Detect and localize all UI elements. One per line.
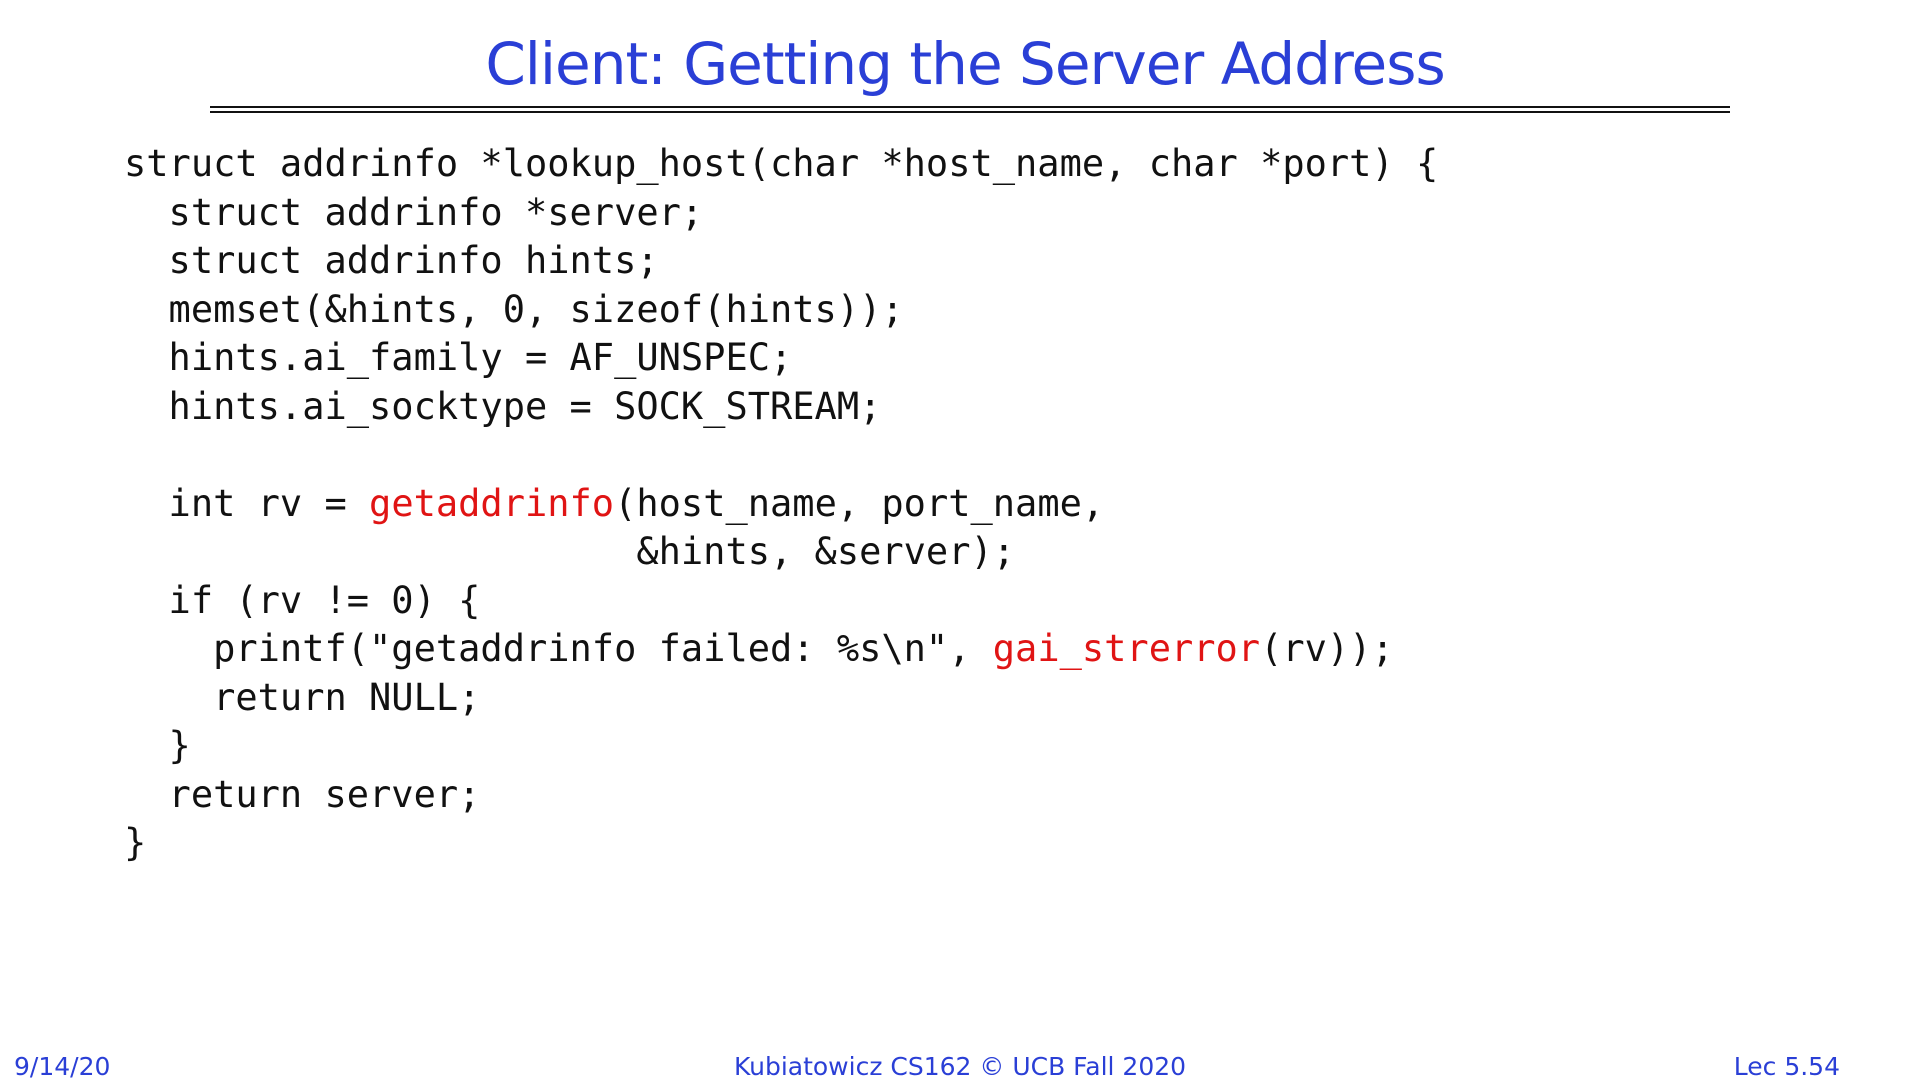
code-text: (host_name, port_name, xyxy=(614,481,1105,525)
code-line-2: struct addrinfo *server; xyxy=(124,190,704,234)
footer-lecture-number: Lec 5.54 xyxy=(1733,1052,1840,1081)
footer-course-credit: Kubiatowicz CS162 © UCB Fall 2020 xyxy=(733,1052,1187,1081)
code-line-1: struct addrinfo *lookup_host(char *host_… xyxy=(124,142,1439,185)
footer-date: 9/14/20 xyxy=(14,1052,111,1081)
code-text: int rv = xyxy=(124,481,370,525)
code-line-15: } xyxy=(124,821,147,864)
code-line-5: hints.ai_family = AF_UNSPEC; xyxy=(124,336,793,379)
code-text: (rv)); xyxy=(1260,627,1394,670)
code-line-11: printf("getaddrinfo failed: %s\n", gai_s… xyxy=(124,625,1438,674)
function-getaddrinfo: getaddrinfo xyxy=(369,481,615,525)
code-line-9: &hints, &server); xyxy=(124,530,1016,573)
code-block: struct addrinfo *lookup_host(char *host_… xyxy=(124,140,1438,868)
code-line-4: memset(&hints, 0, sizeof(hints)); xyxy=(124,287,904,331)
code-line-blank xyxy=(124,431,1438,480)
slide-title: Client: Getting the Server Address xyxy=(485,30,1445,98)
code-line-10: if (rv != 0) { xyxy=(124,578,481,622)
title-divider xyxy=(210,106,1730,113)
code-line-8: int rv = getaddrinfo(host_name, port_nam… xyxy=(124,480,1438,529)
code-line-6: hints.ai_socktype = SOCK_STREAM; xyxy=(124,384,882,428)
code-line-13: } xyxy=(124,724,191,767)
code-line-12: return NULL; xyxy=(124,675,481,719)
code-line-14: return server; xyxy=(124,772,481,816)
code-line-3: struct addrinfo hints; xyxy=(124,239,659,282)
function-gai-strerror: gai_strerror xyxy=(992,627,1261,670)
code-text: printf("getaddrinfo failed: %s\n", xyxy=(124,627,993,670)
